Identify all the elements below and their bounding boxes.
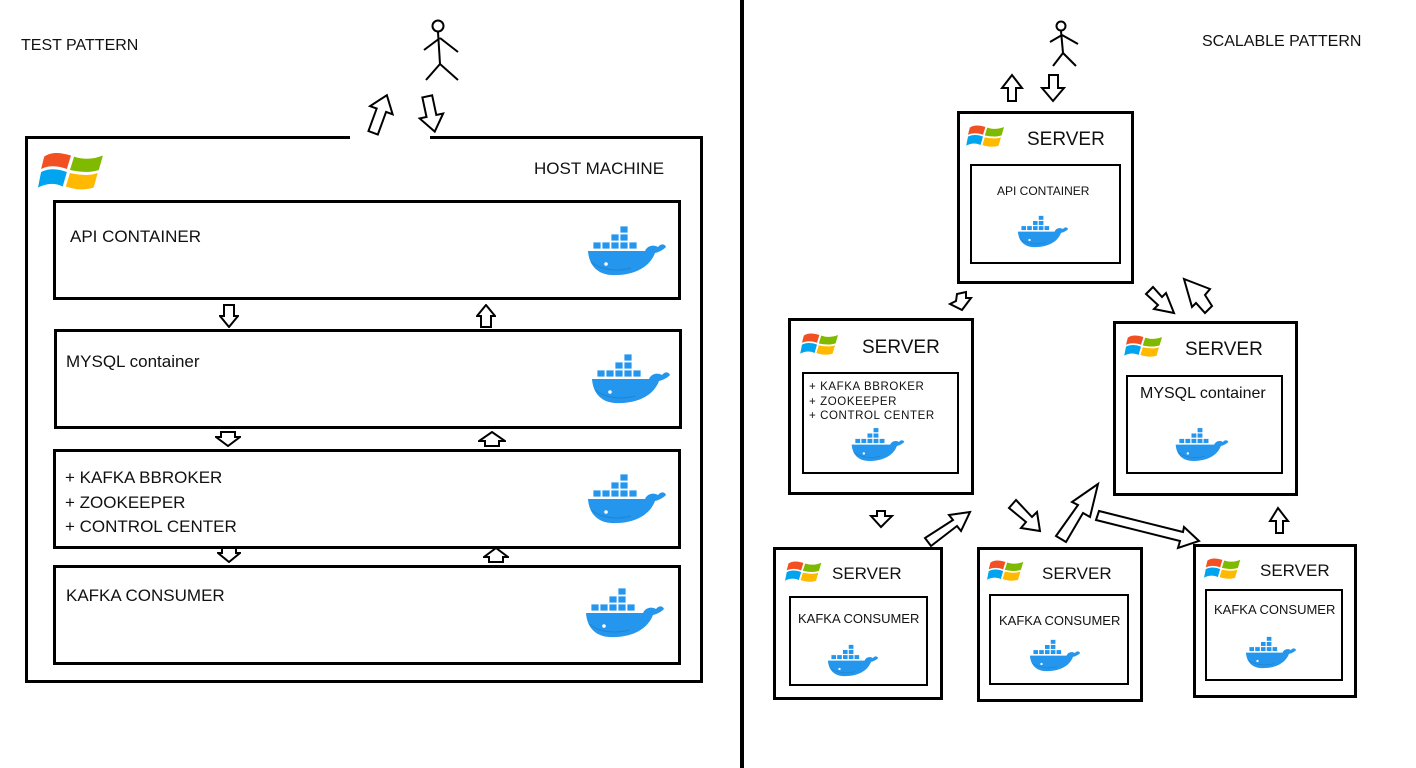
service-control-center: + CONTROL CENTER: [65, 517, 237, 536]
user-up-arrow-icon: [367, 93, 394, 136]
user-down-arrow-icon: [1039, 74, 1067, 103]
api-container-box: [970, 164, 1121, 264]
api-to-kafka-arrow-icon: [947, 290, 973, 312]
kafka-server-label: SERVER: [862, 337, 940, 358]
mysql-server-label: SERVER: [1185, 339, 1263, 360]
mysql-container-box: [54, 329, 682, 429]
consumer-server-3-label: SERVER: [1260, 561, 1330, 580]
mysql-container-label: MYSQL container: [66, 352, 200, 371]
api-server-label: SERVER: [1027, 129, 1105, 150]
kafka-to-consumer-arrow-icon: [868, 510, 895, 529]
consumer-server-2-label: SERVER: [1042, 564, 1112, 583]
kafka-consumer-container-3-label: KAFKA CONSUMER: [1214, 602, 1336, 617]
consumer1-to-kafka-arrow-icon: [923, 510, 972, 548]
kafka-consumer-container-1-label: KAFKA CONSUMER: [798, 611, 920, 626]
kafka-consumer-container-label: KAFKA CONSUMER: [66, 586, 225, 605]
kafka-consumer-container-1-box: [789, 596, 928, 686]
kafka-broker-services-list: + KAFKA BBROKER + ZOOKEEPER + CONTROL CE…: [809, 380, 935, 424]
test-pattern-title: TEST PATTERN: [21, 37, 139, 54]
user-stick-figure-icon: [423, 19, 459, 81]
service-control-center: + CONTROL CENTER: [809, 410, 935, 422]
consumer2-to-mysql-arrow-icon: [1054, 481, 1100, 544]
kafka-consumer-container-2-box: [989, 594, 1129, 685]
consumer-server-1-label: SERVER: [832, 564, 902, 583]
host-machine-label: HOST MACHINE: [534, 159, 665, 178]
mysql-to-kafka-down-arrow-icon: [215, 431, 241, 447]
user-up-arrow-icon: [999, 73, 1025, 102]
service-zookeeper: + ZOOKEEPER: [65, 492, 186, 512]
kafka-consumer-container-box: [53, 565, 681, 665]
kafka-to-mysql-up-arrow-icon: [478, 431, 506, 447]
consumer-to-kafka-up-arrow-icon: [483, 547, 509, 563]
scalable-pattern-title: SCALABLE PATTERN: [1202, 33, 1362, 50]
user-down-arrow-icon: [417, 94, 445, 134]
host-machine-entry-gap: [350, 134, 430, 139]
kafka-broker-services-list: + KAFKA BBROKER + ZOOKEEPER + CONTROL CE…: [65, 466, 237, 540]
api-container-label: API CONTAINER: [70, 227, 201, 246]
mysql-container-label: MYSQL container: [1140, 385, 1266, 402]
service-kafka-broker: + KAFKA BBROKER: [809, 381, 925, 393]
mysql-to-api-arrow-icon: [1182, 277, 1214, 315]
kafka-broker-container-box: [53, 449, 681, 549]
api-container-box: [53, 200, 681, 300]
service-zookeeper: + ZOOKEEPER: [809, 395, 898, 408]
kafka-to-consumer-down-arrow-icon: [217, 547, 241, 563]
api-container-label: API CONTAINER: [997, 184, 1090, 198]
consumer2-to-consumer3-arrow-icon: [1094, 509, 1201, 550]
panel-divider: [740, 0, 744, 768]
api-to-mysql-arrow-icon: [1144, 285, 1176, 315]
kafka-to-consumer2-arrow-icon: [1007, 498, 1042, 533]
service-kafka-broker: + KAFKA BBROKER: [65, 468, 223, 487]
user-stick-figure-icon: [1049, 20, 1079, 67]
kafka-consumer-container-2-label: KAFKA CONSUMER: [999, 613, 1121, 628]
consumer3-to-mysql-arrow-icon: [1268, 506, 1291, 534]
